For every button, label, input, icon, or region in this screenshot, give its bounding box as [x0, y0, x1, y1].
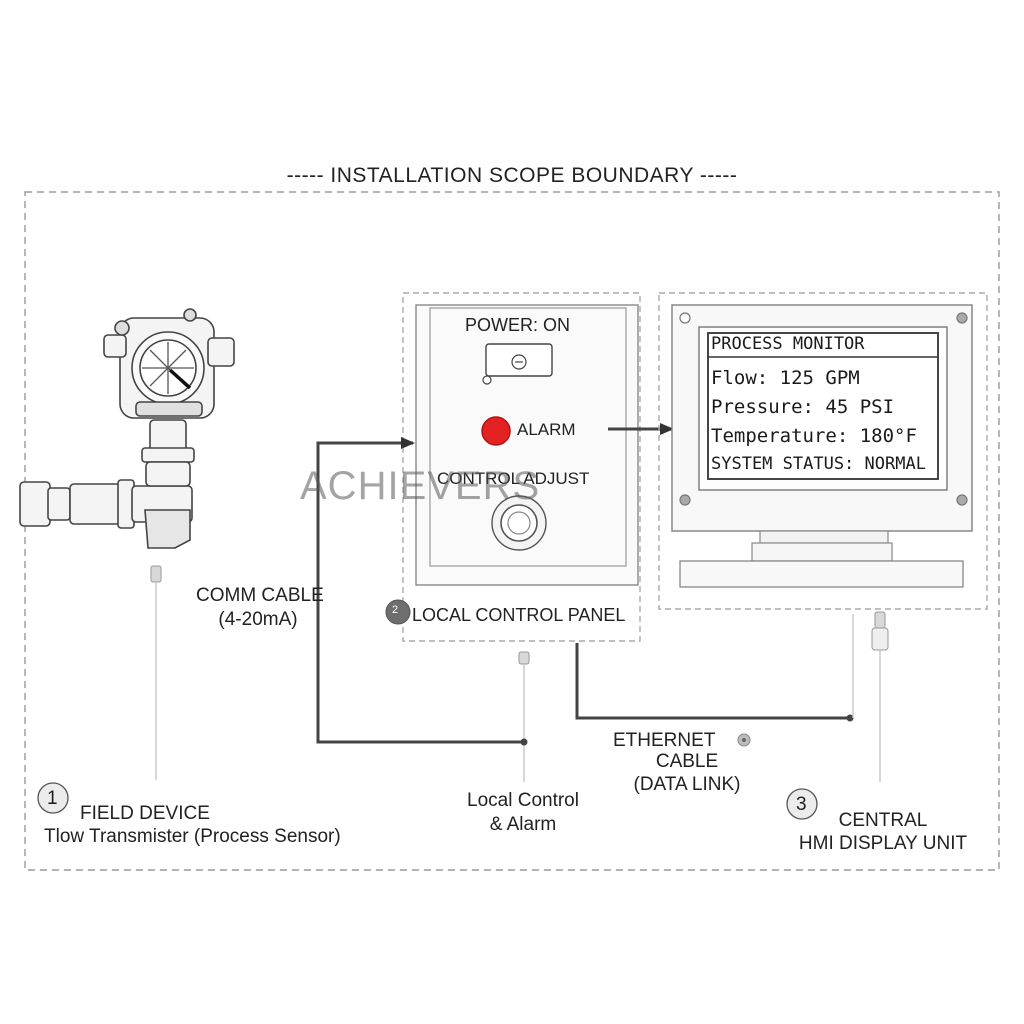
control-panel-inner [429, 307, 627, 567]
hmi-pressure-reading: Pressure: 45 PSI [711, 396, 895, 418]
bezel-screw-icon [956, 494, 968, 506]
field-device-description: Tlow Transmister (Process Sensor) [44, 826, 341, 847]
hmi-flow-reading: Flow: 125 GPM [711, 367, 860, 389]
hmi-number: 3 [796, 794, 807, 815]
hmi-temperature-reading: Temperature: 180°F [711, 425, 917, 447]
control-panel-outer [402, 292, 641, 642]
bezel-screw-icon [679, 312, 691, 324]
control-panel-title: LOCAL CONTROL PANEL [412, 605, 626, 625]
power-label: POWER: ON [465, 315, 571, 335]
hmi-display-unit-label: HMI DISPLAY UNIT [798, 833, 968, 854]
comm-cable-line [316, 437, 524, 744]
ethernet-cable-line [575, 643, 850, 720]
ethernet-cable-label: CABLE [655, 751, 719, 772]
control-panel-badge [385, 599, 411, 625]
control-adjust-label: CONTROL ADJUST [437, 469, 590, 488]
hmi-screen-header: PROCESS MONITOR [711, 334, 865, 354]
bezel-screw-icon [679, 494, 691, 506]
ethernet-data-link-label: (DATA LINK) [633, 774, 741, 795]
alarm-light-icon [481, 416, 511, 446]
monitor-neck [759, 530, 889, 544]
monitor-base [679, 560, 964, 588]
control-panel-badge-number: 2 [392, 604, 399, 616]
hmi-outer [658, 292, 988, 610]
ethernet-label: ETHERNET [613, 730, 716, 751]
hmi-cable-connector [874, 611, 886, 629]
field-cable-connector [150, 565, 162, 583]
power-indicator-icon [482, 375, 492, 385]
bezel-screw-icon [956, 312, 968, 324]
hmi-number-badge [786, 788, 818, 820]
boundary-title: ----- INSTALLATION SCOPE BOUNDARY ----- [286, 164, 738, 187]
field-device-label: FIELD DEVICE [80, 803, 210, 824]
comm-cable-label: COMM CABLE [196, 585, 324, 606]
field-device-number-badge [37, 782, 69, 814]
flow-transmitter-icon [19, 308, 235, 549]
comm-cable-spec: (4-20mA) [218, 609, 298, 630]
field-device-number: 1 [47, 788, 58, 809]
watermark: ACHIEVERS [300, 464, 541, 508]
installation-boundary [24, 191, 1000, 871]
hmi-system-status: SYSTEM STATUS: NORMAL [711, 454, 926, 474]
local-control-alarm-label: & Alarm [489, 814, 557, 835]
local-control-label: Local Control [467, 790, 579, 811]
local-cable-connector [518, 651, 530, 665]
central-label: CENTRAL [838, 810, 928, 831]
alarm-label: ALARM [517, 420, 576, 439]
monitor-neck-lower [751, 542, 893, 562]
adjust-knob-icon [500, 504, 538, 542]
